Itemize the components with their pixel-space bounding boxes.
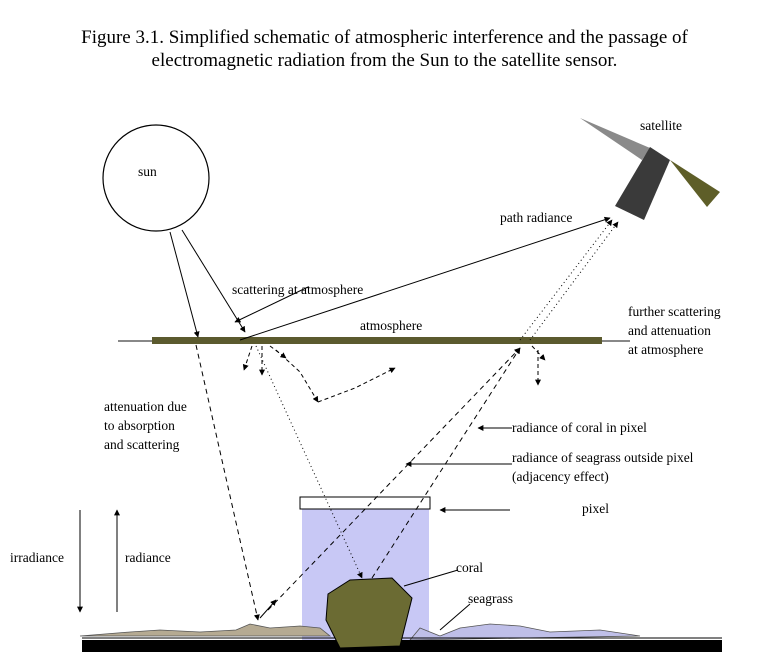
seagrass-radiance-dashed [267, 347, 521, 611]
satellite-label: satellite [640, 118, 682, 133]
atmosphere-bar [152, 337, 602, 344]
atmosphere-label: atmosphere [360, 318, 422, 333]
seagrass-radiance-label-2: (adjacency effect) [512, 469, 609, 484]
sun-circle [102, 124, 210, 232]
seagrass-radiance-label-1: radiance of seagrass outside pixel [512, 450, 694, 465]
pixel-box [299, 496, 431, 510]
attenuation-label-1: attenuation due [104, 399, 187, 414]
dotted-ray-to-coral [255, 345, 363, 579]
small-arrow-left [259, 599, 277, 619]
radiance-label: radiance [125, 550, 171, 565]
satellite-icon [580, 118, 720, 220]
sun-label: sun [138, 164, 157, 179]
coral-label: coral [456, 560, 483, 575]
figure-caption: Figure 3.1. Simplified schematic of atmo… [0, 26, 769, 72]
coral-radiance-dashed [371, 347, 521, 579]
dotted-to-satellite-1 [519, 219, 613, 341]
irradiance-label: irradiance [10, 550, 64, 565]
coral-shape [325, 577, 413, 649]
sun-ray-2 [181, 229, 246, 333]
dotted-to-satellite-2 [529, 221, 619, 341]
further-label-1: further scattering [628, 304, 721, 319]
seagrass-pointer [439, 603, 471, 631]
sun-ray-1 [169, 231, 200, 338]
attenuation-label-3: and scattering [104, 437, 180, 452]
caption-line-2: electromagnetic radiation from the Sun t… [151, 50, 618, 71]
scattering-label: scattering at atmosphere [232, 282, 363, 297]
scatter-squiggles [242, 345, 546, 403]
scatter-arrow [234, 286, 309, 323]
coral-pointer [403, 569, 459, 587]
seagrass-label: seagrass [468, 591, 513, 606]
attenuation-label-2: to absorption [104, 418, 175, 433]
path-radiance-line [239, 216, 611, 341]
caption-line-1: Figure 3.1. Simplified schematic of atmo… [81, 27, 688, 48]
pixel-label: pixel [582, 501, 609, 516]
path-radiance-label: path radiance [500, 210, 572, 225]
irradiance-dashed-path [195, 344, 260, 621]
further-label-3: at atmosphere [628, 342, 703, 357]
seabed [79, 623, 722, 652]
coral-radiance-label: radiance of coral in pixel [512, 420, 647, 435]
further-label-2: and attenuation [628, 323, 711, 338]
